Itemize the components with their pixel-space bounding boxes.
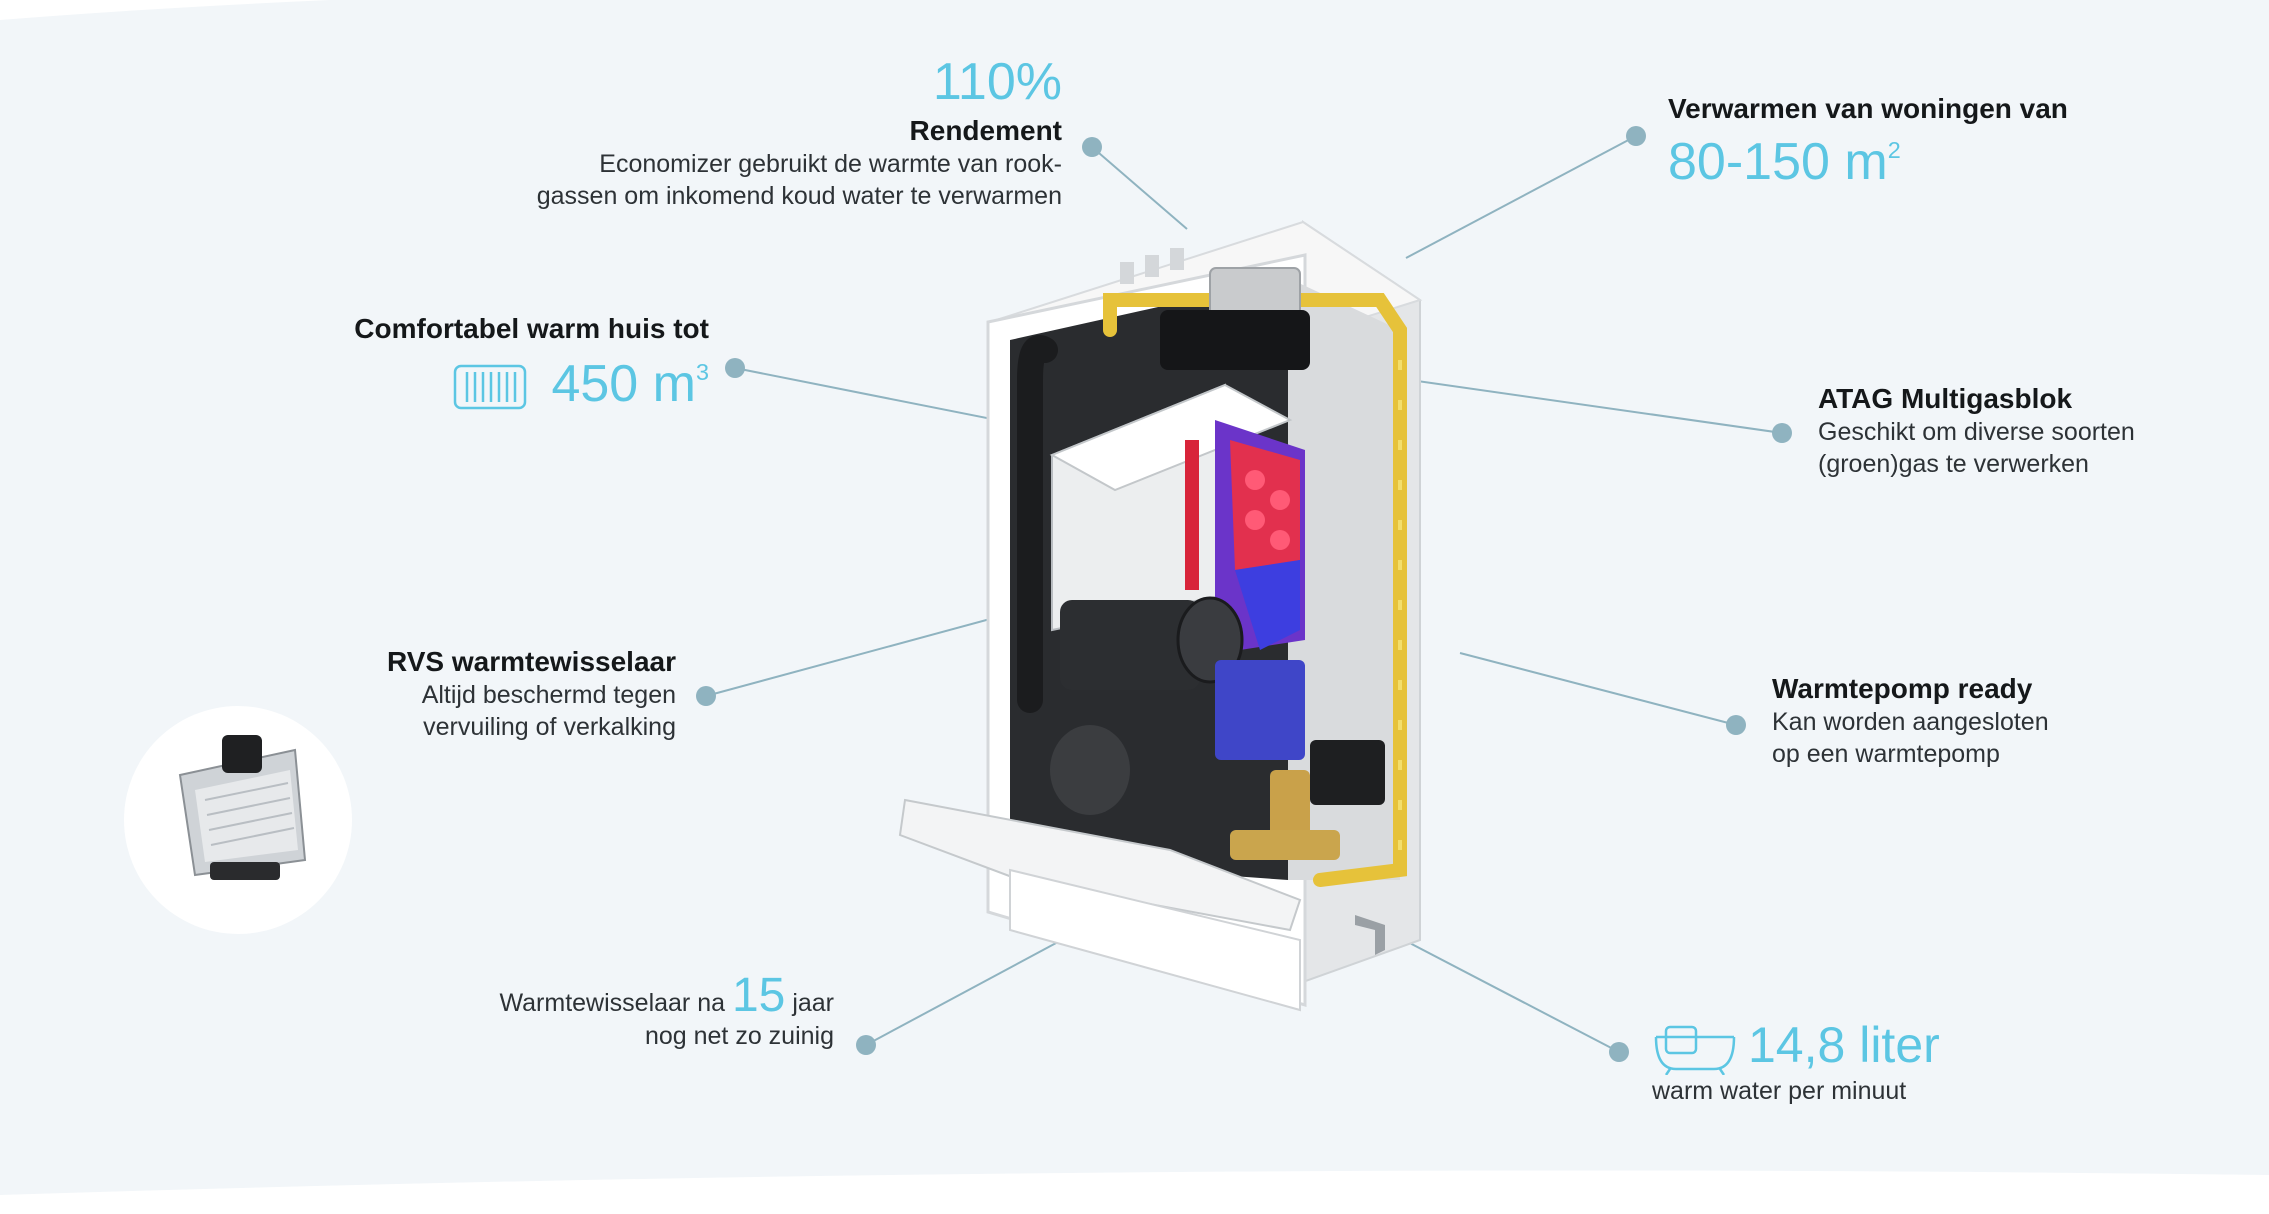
water-value: 14,8 liter: [1748, 1017, 1940, 1073]
efficiency-value: 110%: [932, 53, 1062, 111]
efficiency-title: Rendement: [909, 115, 1062, 146]
years-prefix: Warmtewisselaar na: [499, 989, 726, 1017]
area-value: 80-150 m: [1668, 133, 1888, 191]
callout-gasblock: ATAG Multigasblok Geschikt om diverse so…: [1818, 382, 2238, 480]
boiler: [898, 220, 1423, 1012]
dot-efficiency: [1082, 137, 1102, 157]
area-unit-sup: 2: [1887, 136, 1901, 163]
leader-line-area: [1405, 135, 1637, 259]
years-suffix: jaar: [792, 989, 834, 1017]
dot-heatpump: [1726, 715, 1746, 735]
comfort-value: 450 m: [551, 355, 696, 413]
bottom-wave: [0, 1170, 2269, 1214]
dot-years: [856, 1035, 876, 1055]
dot-comfort: [725, 358, 745, 378]
callout-efficiency: 110% Rendement Economizer gebruikt de wa…: [362, 56, 1062, 212]
gasblock-line-1: Geschikt om diverse soorten: [1818, 418, 2135, 446]
heat-exchanger-photo: [124, 706, 352, 934]
gasblock-line-2: (groen)gas te verwerken: [1818, 450, 2089, 478]
dot-exchanger: [696, 686, 716, 706]
years-line-2: nog net zo zuinig: [644, 1022, 834, 1050]
area-title: Verwarmen van woningen van: [1668, 93, 2068, 124]
bathtub-icon: [1654, 1025, 1736, 1075]
top-wave: [0, 0, 330, 20]
leader-line-heatpump: [1459, 652, 1737, 726]
dot-gasblock: [1772, 423, 1792, 443]
radiator-icon: [454, 365, 527, 410]
callout-years: Warmtewisselaar na 15 jaar nog net zo zu…: [334, 972, 834, 1052]
leader-line-efficiency: [1091, 146, 1188, 230]
exchanger-line-2: vervuiling of verkalking: [423, 713, 676, 741]
heatpump-line-1: Kan worden aangesloten: [1772, 708, 2049, 736]
callout-water: 14,8 liter warm water per minuut: [1652, 1020, 2072, 1107]
heatpump-title: Warmtepomp ready: [1772, 673, 2033, 704]
years-line-1: Warmtewisselaar na 15 jaar: [334, 972, 834, 1020]
comfort-value-wrap: 450 m3: [209, 358, 709, 414]
callout-area: Verwarmen van woningen van 80-150 m2: [1668, 92, 2228, 188]
callout-heatpump: Warmtepomp ready Kan worden aangesloten …: [1772, 672, 2192, 770]
dot-water: [1609, 1042, 1629, 1062]
efficiency-line-2: gassen om inkomend koud water te verwarm…: [536, 182, 1062, 210]
exchanger-title: RVS warmtewisselaar: [387, 646, 676, 677]
years-number: 15: [731, 969, 786, 1022]
area-value-wrap: 80-150 m2: [1668, 136, 2228, 188]
gasblock-title: ATAG Multigasblok: [1818, 383, 2073, 414]
callout-comfort: Comfortabel warm huis tot 450 m3: [209, 312, 709, 414]
comfort-unit-sup: 3: [695, 358, 709, 385]
efficiency-line-1: Economizer gebruikt de warmte van rook-: [599, 150, 1062, 178]
callout-exchanger: RVS warmtewisselaar Altijd beschermd teg…: [276, 645, 676, 743]
exchanger-line-1: Altijd beschermd tegen: [421, 681, 676, 709]
water-line-2: warm water per minuut: [1652, 1076, 1907, 1105]
water-value-wrap: 14,8 liter: [1652, 1020, 2072, 1075]
comfort-title: Comfortabel warm huis tot: [354, 313, 709, 344]
dot-area: [1626, 126, 1646, 146]
heatpump-line-2: op een warmtepomp: [1772, 740, 2000, 768]
